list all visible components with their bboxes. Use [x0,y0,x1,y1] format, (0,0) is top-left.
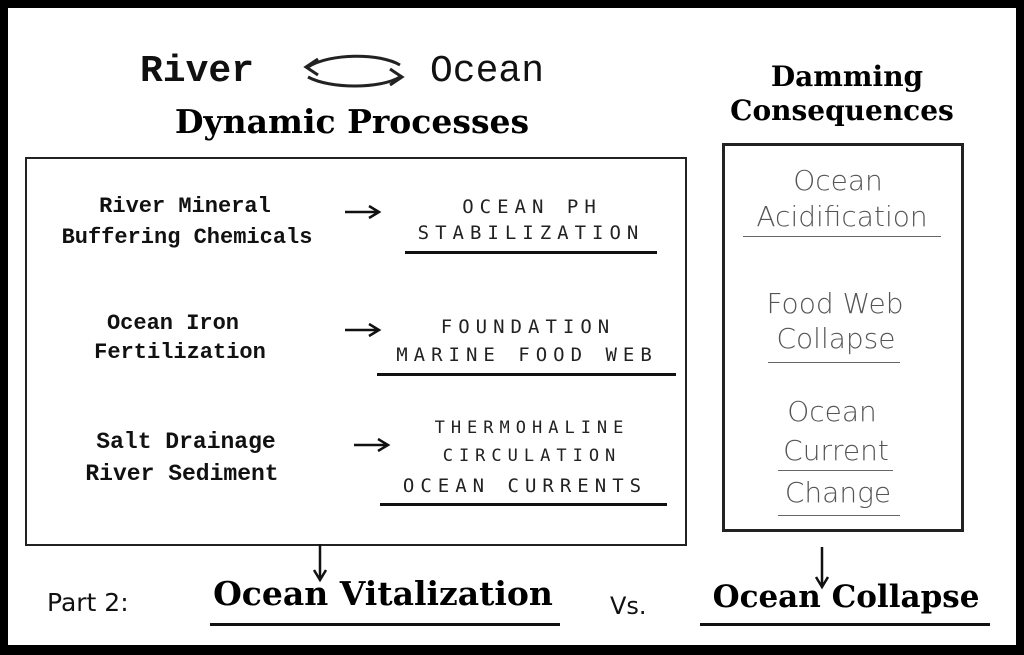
part-label: Part 2: [47,588,129,617]
cause-1-line-1: River Mineral [99,194,271,219]
underline [405,251,657,254]
cause-1-line-2: Buffering Chemicals [61,225,313,250]
effect-3-line-2: CIRCULATION [442,446,622,466]
title-ocean: Ocean [430,50,545,93]
arrow-right-icon [345,322,382,338]
consequences-box [722,143,964,532]
consequences-title-line-1: Damming [770,60,924,93]
underline [778,470,893,471]
consequence-1-line-2: Acidification [756,200,928,233]
underline [743,236,941,237]
effect-2-line-2: MARINE FOOD WEB [396,344,658,366]
cause-2-line-2: Fertilization [94,340,266,365]
consequences-title-line-2: Consequences [730,94,954,127]
underline [778,515,900,516]
vs-label: Vs. [610,592,647,620]
processes-box [25,157,687,546]
consequence-3-line-2: Current [783,434,889,467]
ocean-vitalization: Ocean Vitalization [213,574,553,613]
effect-1-line-1: OCEAN PH [462,196,602,218]
underline [377,373,676,376]
underline [210,623,560,626]
diagram-canvas [8,8,1016,645]
title-river: River [140,50,255,93]
cause-2-line-1: Ocean Iron [106,311,240,336]
consequence-2-line-2: Collapse [776,322,896,355]
bidirectional-arrow-icon [303,54,405,88]
arrow-down-icon [814,547,830,590]
title-dynamic-processes: Dynamic Processes [174,102,530,141]
underline [700,623,990,626]
underline [380,503,667,506]
effect-1-line-2: STABILIZATION [417,222,645,244]
arrow-right-icon [345,204,382,220]
ocean-collapse: Ocean Collapse [712,579,980,615]
effect-2-line-1: FOUNDATION [440,316,616,338]
consequence-1-line-1: Ocean [793,164,883,197]
effect-3-line-3: OCEAN CURRENTS [402,475,648,497]
consequence-3-line-3: Change [784,476,892,509]
cause-3-line-1: Salt Drainage [96,429,276,455]
arrow-right-icon [354,437,391,453]
underline [768,362,900,363]
arrow-down-icon [312,544,328,583]
consequence-3-line-1: Ocean [787,395,877,428]
effect-3-line-1: THERMOHALINE [434,418,630,438]
consequence-2-line-1: Food Web [766,287,904,320]
cause-3-line-2: River Sediment [85,461,279,487]
